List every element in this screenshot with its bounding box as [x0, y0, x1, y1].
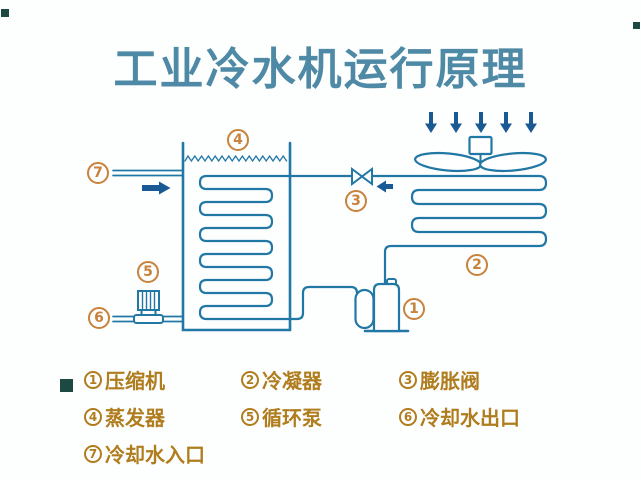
watermark-square-top-left	[1, 9, 9, 17]
watermark-square-legend	[60, 379, 73, 392]
diagram-label-evaporator: 4	[227, 129, 249, 151]
circled-number-icon: 1	[84, 370, 102, 389]
diagram-label-water-outlet: 6	[88, 307, 110, 329]
page-title: 工业冷水机运行原理	[113, 44, 528, 95]
legend-label: 膨胀阀	[420, 369, 480, 393]
airflow-down-arrows	[425, 112, 537, 133]
water-level-zigzag	[184, 154, 288, 163]
expansion-valve	[351, 167, 373, 186]
legend-label: 蒸发器	[105, 406, 165, 430]
circled-number-icon: 3	[399, 370, 417, 389]
watermark-square-top-right	[633, 22, 640, 29]
fan-motor	[468, 135, 493, 156]
cooling-water-inlet-pipe	[112, 169, 184, 177]
circulation-pump	[133, 290, 164, 324]
circled-number-icon: 7	[84, 444, 102, 463]
legend-label: 压缩机	[105, 369, 165, 393]
legend-label: 冷凝器	[262, 369, 322, 393]
circled-number-icon: 5	[241, 407, 259, 426]
diagram-label-water-inlet: 7	[87, 162, 109, 184]
flow-arrow-right-icon	[142, 181, 171, 195]
compressor	[354, 278, 410, 333]
evaporator-tank	[181, 141, 292, 332]
circled-number-icon: 4	[84, 407, 102, 426]
circled-number-icon: 6	[399, 407, 417, 426]
legend-label: 冷却水入口	[105, 443, 205, 467]
condenser-coil	[370, 174, 548, 288]
diagram-label-pump: 5	[137, 261, 159, 283]
condenser-fan	[414, 135, 547, 173]
accumulator-tank	[354, 288, 375, 330]
diagram-label-compressor: 1	[403, 298, 425, 320]
legend-label: 循环泵	[262, 406, 322, 430]
flow-arrow-left-icon	[376, 180, 393, 193]
diagram-label-condenser: 2	[466, 254, 488, 276]
fan-blade-right	[479, 151, 547, 173]
diagram-label-expansion-valve: 3	[345, 190, 367, 212]
legend-label: 冷却水出口	[420, 406, 520, 430]
compressor-body	[372, 282, 401, 333]
evaporator-coil	[198, 174, 359, 321]
circled-number-icon: 2	[241, 370, 259, 389]
